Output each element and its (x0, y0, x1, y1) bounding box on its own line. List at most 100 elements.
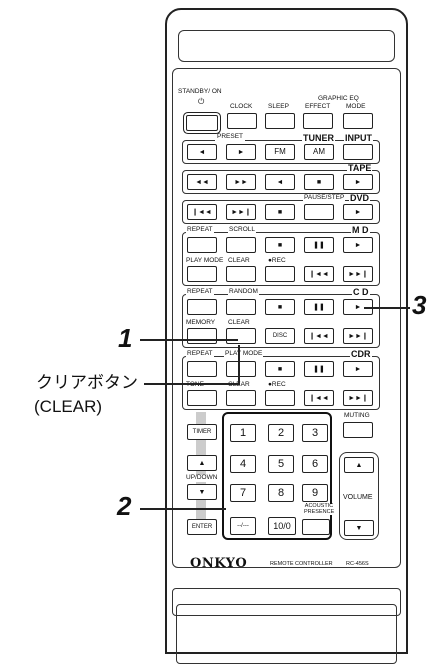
key-1[interactable]: 1 (230, 424, 256, 442)
cd-prev-button[interactable]: ❙◄◄ (304, 328, 334, 344)
tuner-label: TUNER (302, 133, 335, 143)
acoustic-presence-label: ACOUSTIC PRESENCE (304, 503, 335, 515)
key-3[interactable]: 3 (302, 424, 328, 442)
timer-button[interactable]: TIMER (187, 424, 217, 440)
brand-logo: ONKYO (190, 556, 248, 571)
ten-button[interactable]: 10/0 (268, 517, 296, 535)
callout-2: 2 (117, 491, 132, 521)
sleep-button[interactable] (265, 113, 295, 129)
up-button[interactable]: ▲ (187, 455, 217, 471)
cd-next-button[interactable]: ►►❙ (343, 328, 373, 344)
cdr-stop-button[interactable]: ■ (265, 361, 295, 377)
cdr-rec-button[interactable] (265, 390, 295, 406)
md-play-button[interactable]: ► (343, 237, 373, 253)
tape-ff-button[interactable]: ►► (226, 174, 256, 190)
md-play-mode-button[interactable] (187, 266, 217, 282)
tape-play-button[interactable]: ► (343, 174, 373, 190)
preset-down-button[interactable]: ◄ (187, 144, 217, 160)
md-clear-label: CLEAR (228, 257, 250, 264)
key-6[interactable]: 6 (302, 455, 328, 473)
md-stop-button[interactable]: ■ (265, 237, 295, 253)
down-button[interactable]: ▼ (187, 484, 217, 500)
cdr-play-mode-label: PLAY MODE (224, 350, 264, 358)
md-scroll-button[interactable] (226, 237, 256, 253)
cd-pause-button[interactable]: ❚❚ (304, 299, 334, 315)
cd-random-button[interactable] (226, 299, 256, 315)
mode-button[interactable] (343, 113, 373, 129)
key-5[interactable]: 5 (268, 455, 294, 473)
cd-label: C D (352, 287, 370, 297)
key-8[interactable]: 8 (268, 484, 294, 502)
volume-label: VOLUME (343, 494, 373, 501)
md-clear-button[interactable] (226, 266, 256, 282)
acoustic-presence-button[interactable] (302, 519, 330, 535)
remote-controller-label: REMOTE CONTROLLER (270, 561, 333, 567)
standby-button[interactable] (186, 115, 218, 131)
disc-button[interactable]: DISC (265, 328, 295, 344)
dvd-group (182, 200, 380, 224)
md-rec-label: ●REC (268, 257, 286, 264)
input-label: INPUT (344, 133, 373, 143)
model-label: RC-456S (346, 561, 369, 567)
md-repeat-button[interactable] (187, 237, 217, 253)
key-4[interactable]: 4 (230, 455, 256, 473)
effect-button[interactable] (303, 113, 333, 129)
tape-rewind-button[interactable]: ◄◄ (187, 174, 217, 190)
cdr-repeat-button[interactable] (187, 361, 217, 377)
dvd-next-button[interactable]: ►►❙ (226, 204, 256, 220)
key-2[interactable]: 2 (268, 424, 294, 442)
dvd-pause-step-button[interactable] (304, 204, 334, 220)
md-label: M D (351, 225, 370, 235)
tuner-group (182, 140, 380, 164)
tone-button[interactable] (187, 390, 217, 406)
key-7[interactable]: 7 (230, 484, 256, 502)
muting-button[interactable] (343, 422, 373, 438)
power-icon: ⏻ (198, 97, 205, 106)
random-label: RANDOM (228, 288, 259, 296)
cd-stop-button[interactable]: ■ (265, 299, 295, 315)
tape-reverse-button[interactable]: ◄ (265, 174, 295, 190)
callout-3: 3 (412, 290, 427, 320)
effect-label: EFFECT (305, 103, 331, 110)
volume-down-button[interactable]: ▼ (344, 520, 374, 536)
dvd-prev-button[interactable]: ❙◄◄ (187, 204, 217, 220)
up-down-label: UP/DOWN (186, 474, 218, 482)
cdr-prev-button[interactable]: ❙◄◄ (304, 390, 334, 406)
cdr-clear-button[interactable] (226, 390, 256, 406)
cd-repeat-label: REPEAT (186, 288, 214, 296)
md-prev-button[interactable]: ❙◄◄ (304, 266, 334, 282)
dvd-play-button[interactable]: ► (343, 204, 373, 220)
enter-button[interactable]: ENTER (187, 519, 217, 535)
input-button[interactable] (343, 144, 373, 160)
clock-button[interactable] (227, 113, 257, 129)
dvd-stop-button[interactable]: ■ (265, 204, 295, 220)
tape-stop-button[interactable]: ■ (304, 174, 334, 190)
muting-label: MUTING (344, 412, 370, 419)
tone-label: TONE (186, 381, 204, 388)
volume-up-button[interactable]: ▲ (344, 457, 374, 473)
remote-top-slot (178, 30, 395, 62)
preset-up-button[interactable]: ► (226, 144, 256, 160)
fm-button[interactable]: FM (265, 144, 295, 160)
tape-group (182, 170, 380, 194)
key-9[interactable]: 9 (302, 484, 328, 502)
cdr-repeat-label: REPEAT (186, 350, 214, 358)
cd-play-button[interactable]: ► (343, 299, 373, 315)
md-pause-button[interactable]: ❚❚ (304, 237, 334, 253)
cd-clear-button[interactable] (226, 328, 256, 344)
sleep-label: SLEEP (268, 103, 289, 110)
cdr-next-button[interactable]: ►►❙ (343, 390, 373, 406)
md-next-button[interactable]: ►►❙ (343, 266, 373, 282)
dvd-label: DVD (349, 193, 371, 203)
cd-repeat-button[interactable] (187, 299, 217, 315)
standby-label: STANDBY/ ON (178, 88, 222, 95)
memory-label: MEMORY (186, 319, 216, 326)
cdr-play-mode-button[interactable] (226, 361, 256, 377)
dashes-button[interactable]: --/--- (230, 517, 256, 535)
cdr-play-button[interactable]: ► (343, 361, 373, 377)
am-button[interactable]: AM (304, 144, 334, 160)
memory-button[interactable] (187, 328, 217, 344)
cdr-pause-button[interactable]: ❚❚ (304, 361, 334, 377)
md-rec-button[interactable] (265, 266, 295, 282)
cd-clear-label: CLEAR (228, 319, 250, 326)
